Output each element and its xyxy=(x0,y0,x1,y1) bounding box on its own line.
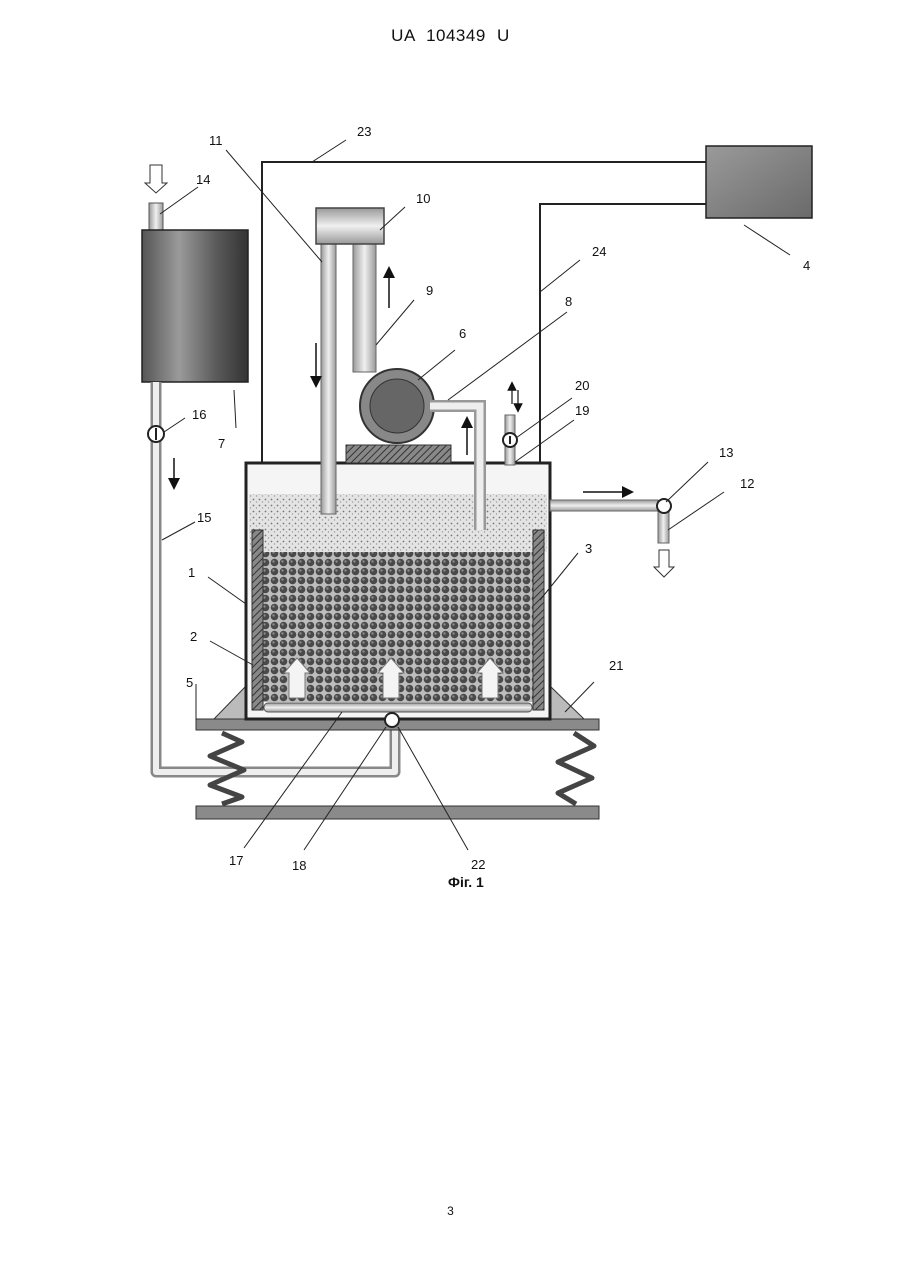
label-12: 12 xyxy=(740,476,754,491)
distributor-17 xyxy=(264,703,532,712)
inlet-arrow-icon xyxy=(145,165,167,193)
label-22: 22 xyxy=(471,857,485,872)
valve-13 xyxy=(657,499,671,513)
label-2: 2 xyxy=(190,629,197,644)
label-5: 5 xyxy=(186,675,193,690)
label-13: 13 xyxy=(719,445,733,460)
valve-18 xyxy=(385,713,399,727)
label-23: 23 xyxy=(357,124,371,139)
supply-tank xyxy=(142,230,248,382)
foam-layer xyxy=(249,494,547,552)
spring-right xyxy=(558,733,594,804)
label-4: 4 xyxy=(803,258,810,273)
label-15: 15 xyxy=(197,510,211,525)
label-21: 21 xyxy=(609,658,623,673)
label-3: 3 xyxy=(585,541,592,556)
inlet-pipe-14 xyxy=(149,203,163,233)
collector-10 xyxy=(316,208,384,244)
page-number: 3 xyxy=(0,1204,901,1218)
outlet-pipe-12 xyxy=(550,500,658,511)
inner-wall-3-right xyxy=(533,530,544,710)
outlet-arrow-icon xyxy=(654,550,674,577)
label-19: 19 xyxy=(575,403,589,418)
pipe-9 xyxy=(353,244,376,372)
label-9: 9 xyxy=(426,283,433,298)
control-wire-24 xyxy=(540,204,706,720)
label-18: 18 xyxy=(292,858,306,873)
label-8: 8 xyxy=(565,294,572,309)
base-frame-bottom xyxy=(196,806,599,819)
figure-caption: Фіг. 1 xyxy=(448,874,484,890)
pipe-11 xyxy=(321,244,336,514)
label-14: 14 xyxy=(196,172,210,187)
label-20: 20 xyxy=(575,378,589,393)
support-left-21 xyxy=(214,686,246,719)
label-6: 6 xyxy=(459,326,466,341)
support-right-21 xyxy=(550,686,584,719)
inner-wall-2-left xyxy=(252,530,263,710)
label-24: 24 xyxy=(592,244,606,259)
label-16: 16 xyxy=(192,407,206,422)
blower-mount xyxy=(346,445,451,463)
label-7: 7 xyxy=(218,436,225,451)
label-10: 10 xyxy=(416,191,430,206)
controller-box xyxy=(706,146,812,218)
label-11: 11 xyxy=(209,133,223,148)
label-1: 1 xyxy=(188,565,195,580)
label-17: 17 xyxy=(229,853,243,868)
